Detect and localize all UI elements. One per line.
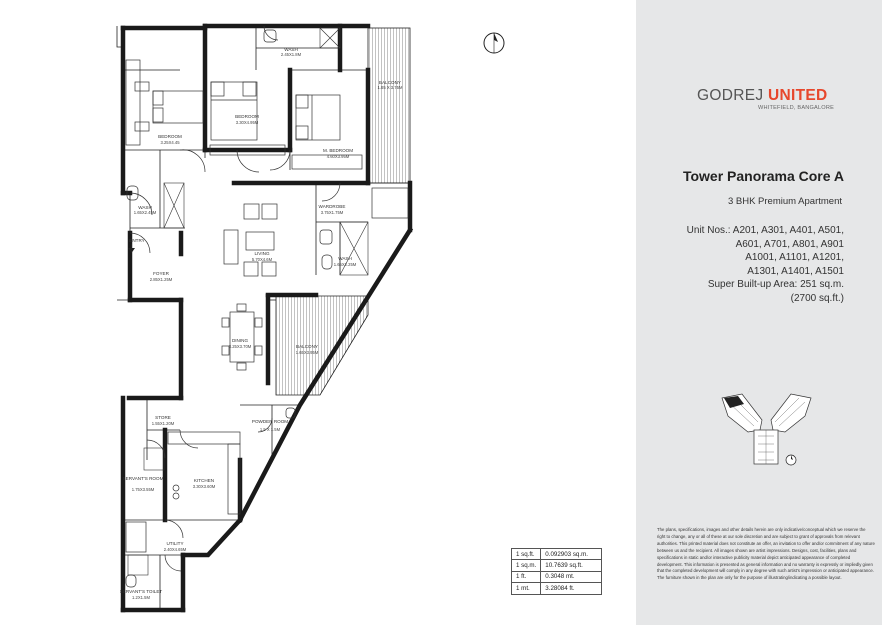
info-panel (636, 0, 882, 625)
room-dims: 1.55X1.20M (152, 421, 175, 426)
north-arrow-icon (785, 454, 797, 466)
unit-line: A601, A701, A801, A901 (735, 238, 844, 250)
conversion-value: 3.28084 ft. (540, 582, 603, 595)
room-name: M. BEDROOM (323, 148, 353, 153)
room-dims: 1.65 X 3.75M (378, 85, 403, 90)
balcony-right-area (275, 295, 369, 396)
room-dims: 3.30X4.95M (236, 120, 259, 125)
conversion-unit: 1 ft. (510, 570, 542, 584)
page-title: Tower Panorama Core A (682, 168, 844, 184)
brand-name-bold: UNITED (768, 87, 828, 104)
floor-plan: WASH 2.45X1.8M BALCONY 1.65 X 3.75M BEDR… (116, 23, 505, 613)
north-arrow-icon (483, 32, 505, 54)
conversion-unit: 1 sq.m. (510, 559, 542, 572)
room-dims: 1.65X2.45M (134, 210, 157, 215)
table-row: 1 sq.ft. 0.092903 sq.m. (510, 547, 603, 561)
room-dims: 2.85X1.25M (150, 277, 173, 282)
room-name: BALCONY (296, 344, 318, 349)
unit-line: A1301, A1401, A1501 (747, 265, 844, 277)
room-name: POWDER ROOM (252, 419, 288, 424)
room-dims: 4.60X3.95M (327, 154, 350, 159)
conversion-value: 10.7639 sq.ft. (540, 559, 603, 572)
room-dims: 1.65X3.95M (296, 350, 319, 355)
unit-details: Unit Nos.: A201, A301, A401, A501, A601,… (687, 224, 844, 306)
brand-logo: GODREJ UNITED (697, 87, 828, 105)
room-name: BALCONY (379, 80, 401, 85)
room-name: SERVANT'S ROOM (123, 476, 164, 481)
room-dims: 1.5 X 1.5M (260, 427, 281, 432)
room-dims: 3.25X3.70M (229, 344, 252, 349)
table-row: 1 sq.m. 10.7639 sq.ft. (510, 559, 603, 572)
unit-conversion-table: 1 sq.ft. 0.092903 sq.m. 1 sq.m. 10.7639 … (510, 547, 603, 595)
conversion-value: 0.092903 sq.m. (540, 547, 603, 561)
room-dims: 2.40X4.65M (164, 547, 187, 552)
room-dims: 1.2X1.5M (132, 595, 150, 600)
room-name: WASH (338, 256, 352, 261)
room-dims: 1.65X2.25M (334, 262, 357, 267)
room-dims: 2.45X1.8M (281, 52, 302, 57)
entry-arrow-icon (128, 244, 135, 253)
room-name: WASH (138, 205, 152, 210)
room-name: ENTRY (129, 238, 145, 243)
room-dims: 1.75X3.55M (132, 487, 155, 492)
room-name: UTILITY (166, 541, 183, 546)
conversion-unit: 1 sq.ft. (510, 547, 542, 561)
area-line: (2700 sq.ft.) (790, 292, 844, 304)
page-subtitle: 3 BHK Premium Apartment (727, 196, 842, 207)
room-name: KITCHEN (194, 478, 214, 483)
room-name: SERVANT'S TOILET (120, 589, 163, 594)
room-name: STORE (155, 415, 171, 420)
room-name: DINING (232, 338, 249, 343)
brand-location: WHITEFIELD, BANGALORE (758, 105, 834, 111)
conversion-value: 0.3048 mt. (540, 570, 603, 584)
brand-name-light: GODREJ (697, 87, 768, 104)
room-name: BEDROOM (235, 114, 259, 119)
room-name: BEDROOM (158, 134, 182, 139)
unit-line: A1001, A1101, A1201, (745, 252, 844, 264)
room-name: FOYER (153, 271, 170, 276)
conversion-unit: 1 mt. (510, 582, 542, 595)
room-name: LIVING (254, 251, 269, 256)
room-dims: 5.70X4.6M (252, 257, 273, 262)
room-name: WASH (284, 47, 298, 52)
area-line: Super Built-up Area: 251 sq.m. (707, 279, 844, 291)
balcony-top-area (367, 27, 411, 184)
highlighted-unit (724, 396, 744, 408)
room-dims: 3.75X1.75M (321, 210, 344, 215)
table-row: 1 ft. 0.3048 mt. (510, 570, 603, 584)
table-row: 1 mt. 3.28084 ft. (510, 582, 603, 595)
room-name: WARDROBE (319, 204, 346, 209)
unit-line: Unit Nos.: A201, A301, A401, A501, (686, 225, 844, 236)
legal-disclaimer: The plans, specifications, images and ot… (657, 527, 875, 581)
room-dims: 3.30X3.60M (193, 484, 216, 489)
room-dims: 3.25X4.45 (160, 140, 180, 145)
key-plan (721, 393, 812, 466)
